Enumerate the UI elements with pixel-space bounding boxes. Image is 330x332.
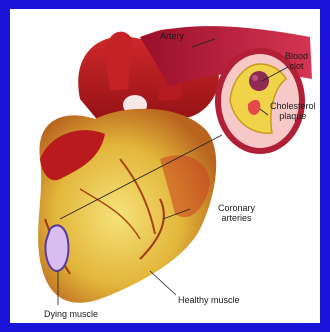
- label-coronary-arteries: Coronary arteries: [218, 203, 255, 223]
- dying-muscle-region: [45, 225, 68, 271]
- diagram-panel: Artery Blood clot Cholesterol plaque Cor…: [10, 9, 320, 323]
- heart-body: [38, 109, 216, 303]
- label-blood-clot-line1: Blood: [285, 51, 308, 61]
- label-blood-clot: Blood clot: [285, 51, 308, 71]
- heart-illustration: [10, 9, 320, 323]
- label-cholesterol-plaque: Cholesterol plaque: [270, 101, 316, 121]
- label-dying-muscle: Dying muscle: [44, 309, 98, 319]
- label-cholesterol-line1: Cholesterol: [270, 101, 316, 111]
- label-coronary-line2: arteries: [218, 213, 255, 223]
- label-artery: Artery: [160, 31, 184, 41]
- label-coronary-line1: Coronary: [218, 203, 255, 213]
- label-healthy-muscle: Healthy muscle: [178, 295, 240, 305]
- label-blood-clot-line2: clot: [285, 61, 308, 71]
- label-cholesterol-line2: plaque: [270, 111, 316, 121]
